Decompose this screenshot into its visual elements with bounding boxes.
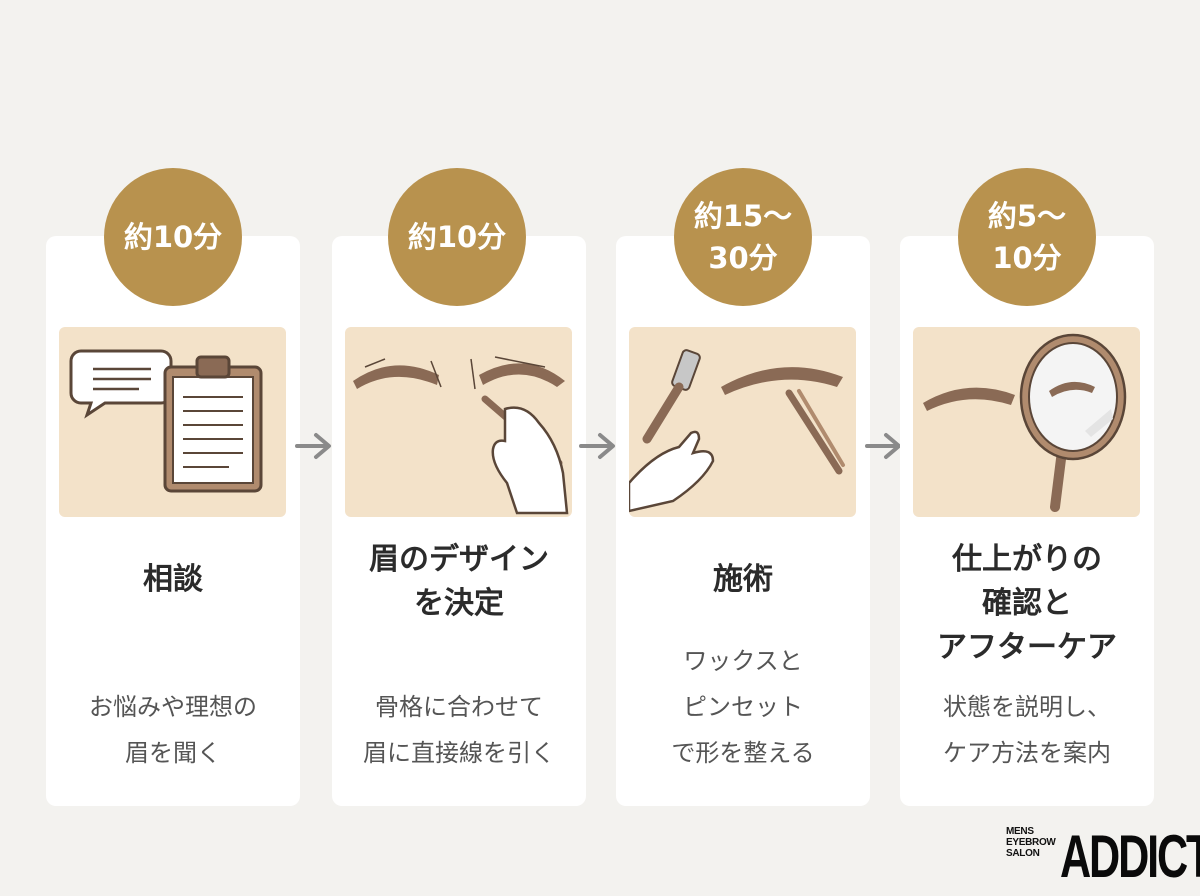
time-badge: 約10分 bbox=[104, 168, 242, 306]
time-badge: 約5～ 10分 bbox=[958, 168, 1096, 306]
step-card-treatment: 施術 ワックスと ピンセット で形を整える bbox=[616, 236, 870, 806]
arrow-right-icon bbox=[295, 433, 331, 459]
consultation-illustration bbox=[59, 327, 286, 517]
time-badge: 約10分 bbox=[388, 168, 526, 306]
step-description: 骨格に合わせて 眉に直接線を引く bbox=[363, 693, 555, 767]
brand-logo: MENS EYEBROW SALON ADDICT bbox=[1006, 823, 1200, 892]
step-title: 眉のデザイン を決定 bbox=[369, 542, 549, 621]
step-description: 状態を説明し、 ケア方法を案内 bbox=[943, 693, 1111, 767]
clipboard-icon bbox=[69, 349, 263, 493]
treatment-illustration bbox=[629, 327, 856, 517]
spatula-icon bbox=[629, 349, 845, 513]
speech-bubble-icon bbox=[69, 349, 173, 419]
aftercare-illustration bbox=[913, 327, 1140, 517]
step-title: 仕上がりの 確認と アフターケア bbox=[937, 542, 1117, 665]
step-title: 相談 bbox=[143, 562, 203, 597]
step-description: お悩みや理想の 眉を聞く bbox=[89, 693, 257, 767]
step-card-consultation: 相談 お悩みや理想の 眉を聞く bbox=[46, 236, 300, 806]
step-card-design: 眉のデザイン を決定 骨格に合わせて 眉に直接線を引く bbox=[332, 236, 586, 806]
step-title: 施術 bbox=[713, 562, 773, 597]
eyebrow-icon bbox=[923, 387, 1015, 411]
arrow-right-icon bbox=[579, 433, 615, 459]
eyebrow-icon bbox=[721, 367, 843, 395]
eyebrow-icon bbox=[353, 363, 565, 389]
step-card-aftercare: 仕上がりの 確認と アフターケア 状態を説明し、 ケア方法を案内 bbox=[900, 236, 1154, 806]
arrow-right-icon bbox=[865, 433, 901, 459]
tweezers-icon bbox=[785, 389, 845, 475]
hand-icon bbox=[629, 430, 715, 513]
design-illustration bbox=[345, 327, 572, 517]
hand-mirror-icon bbox=[923, 333, 1127, 512]
time-badge: 約15～ 30分 bbox=[674, 168, 812, 306]
logo-wordmark: ADDICT bbox=[1060, 823, 1200, 890]
logo-subtitle: MENS EYEBROW SALON bbox=[1006, 826, 1056, 859]
pencil-hand-icon bbox=[353, 356, 569, 515]
step-description: ワックスと ピンセット で形を整える bbox=[671, 647, 815, 767]
